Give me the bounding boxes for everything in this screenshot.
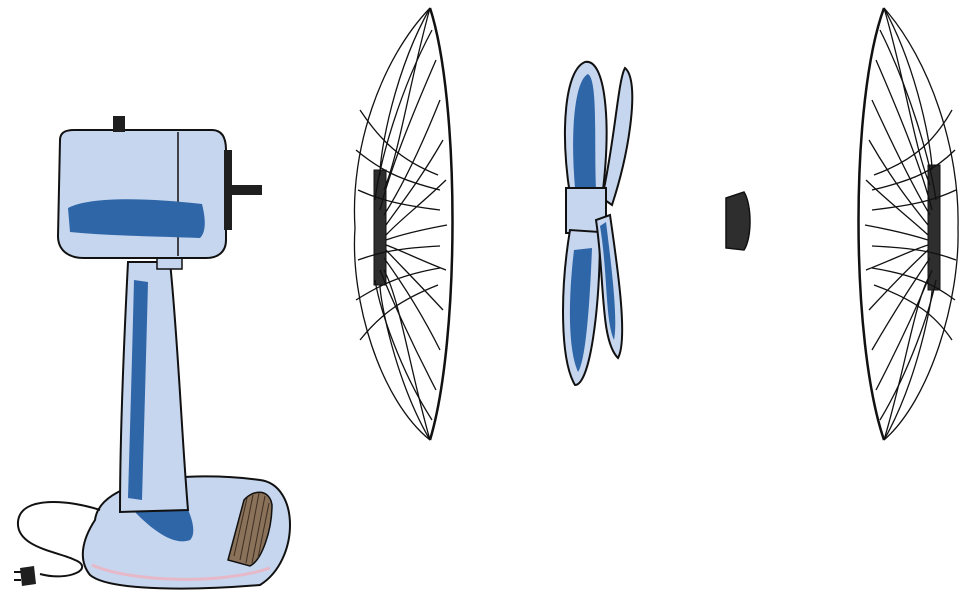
power-plug (20, 566, 36, 586)
motor-housing (58, 130, 226, 258)
housing-stripe (68, 199, 205, 238)
rear-guard (354, 8, 452, 440)
fan-blade (563, 62, 632, 385)
top-switch (113, 116, 125, 132)
motor-shaft (230, 185, 262, 195)
blade-cap (726, 192, 750, 250)
front-guard (859, 8, 959, 440)
fan-body (14, 116, 290, 589)
